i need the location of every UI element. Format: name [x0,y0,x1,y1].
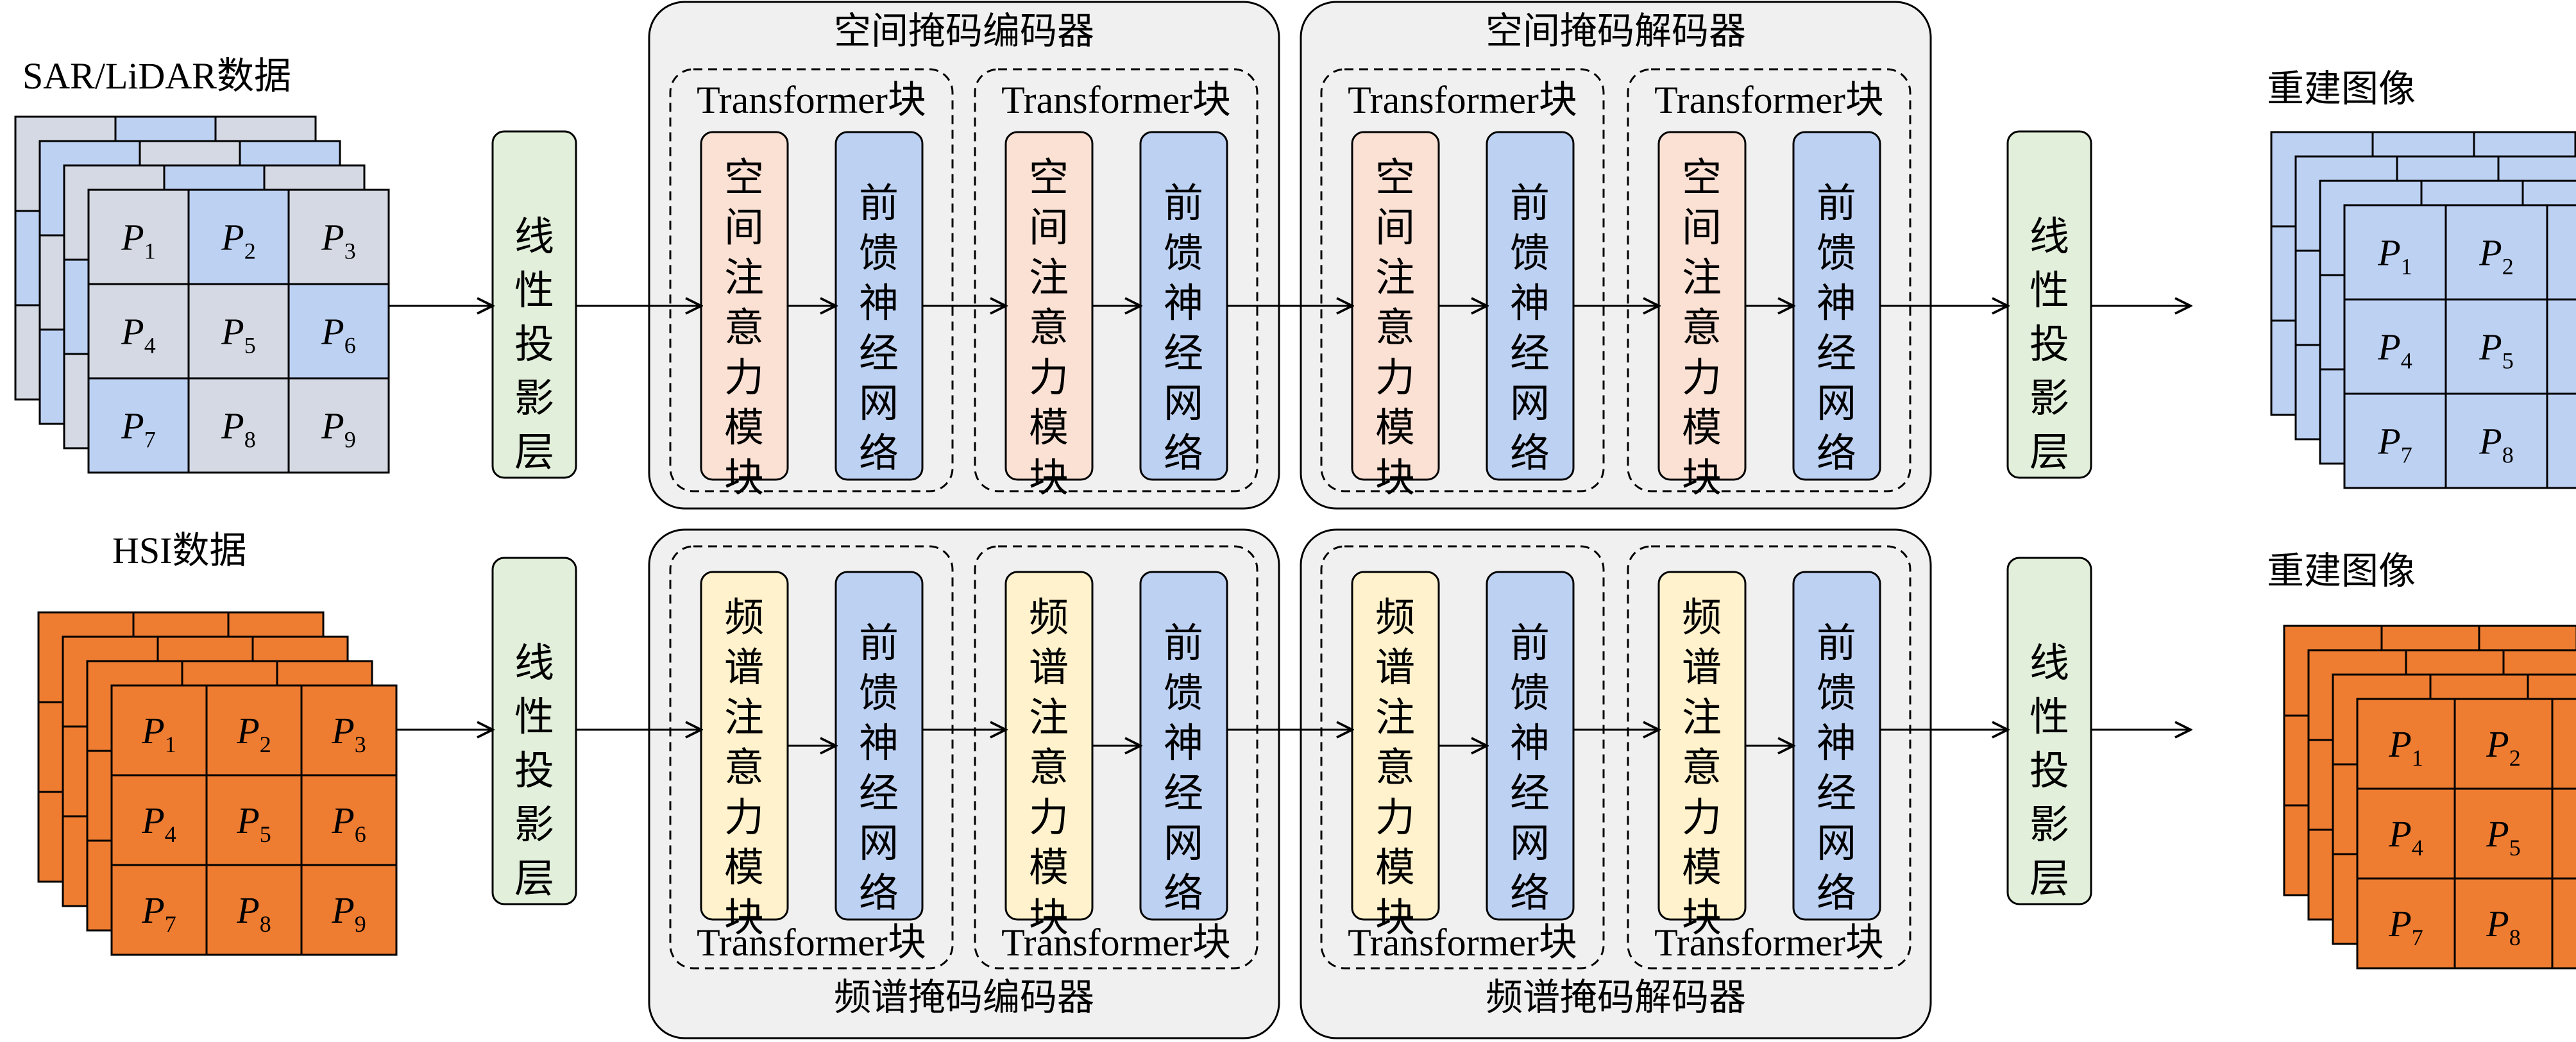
patch-cell [87,189,190,285]
spectral-ffn-label: 前馈神经网络 [859,622,899,916]
patch-cell [2445,298,2548,395]
spectral-transformer-block [974,545,1258,970]
patch-cell [287,189,390,285]
spatial-ffn-label: 前馈神经网络 [1817,182,1856,476]
spectral-ffn-label: 前馈神经网络 [1510,622,1550,916]
patch-cell [2551,698,2576,790]
patch-cell [2546,204,2576,301]
spectral-ffn-label: 前馈神经网络 [1164,622,1203,916]
patch-label: P3 [321,217,355,264]
patch-cell [2445,392,2548,489]
patch-cell [2546,298,2576,395]
spatial-transformer-block [1627,68,1911,492]
patch-cell [110,864,208,956]
spatial-attention-label: 空间注意力模块 [724,156,764,500]
patch-cell [2546,392,2576,489]
patch-cell [300,774,398,866]
reconstructed-image-label-bottom: 重建图像 [2267,550,2416,592]
spectral-mask-decoder-title: 频谱掩码解码器 [1486,977,1746,1018]
patch-cell [2356,787,2456,880]
patch-cell [2445,204,2548,301]
spatial-attention-label: 空间注意力模块 [1682,156,1722,500]
patch-cell [2453,877,2554,970]
linear-projection-in-bottom-label: 线性投影层 [514,642,554,901]
spatial-transformer-block [974,68,1258,492]
patch-cell [2356,698,2456,790]
patch-label: P6 [321,311,355,358]
spectral-mask-encoder-title: 频谱掩码编码器 [834,977,1094,1018]
patch-label: P5 [221,311,255,358]
spectral-ffn-label: 前馈神经网络 [1817,622,1856,916]
spatial-mask-decoder [1300,1,1932,510]
linear-projection-out-bottom-label: 线性投影层 [2029,642,2069,901]
patch-cell [187,189,290,285]
transformer-block-label: Transformer块 [1001,79,1231,121]
spectral-attention-label: 频谱注意力模块 [1682,596,1722,940]
patch-cell [110,684,208,777]
patch-cell [2343,298,2447,395]
reconstructed-image-bottom [2283,625,2576,970]
linear-projection-out-top-label: 线性投影层 [2029,215,2069,475]
patch-cell [300,864,398,956]
spectral-attention-label: 频谱注意力模块 [1029,596,1069,940]
spatial-ffn-label: 前馈神经网络 [1164,182,1203,476]
spatial-mask-decoder-title: 空间掩码解码器 [1486,10,1746,52]
spectral-attention-label: 频谱注意力模块 [1375,596,1415,940]
patch-cell [110,774,208,866]
patch-cell [87,283,190,380]
spatial-attention-label: 空间注意力模块 [1375,156,1415,500]
sar-lidar-input-label: SAR/LiDAR数据 [22,55,291,97]
spectral-mask-encoder [648,528,1280,1039]
transformer-block-label: Transformer块 [697,79,926,121]
patch-cell [87,377,190,474]
spatial-mask-encoder [648,1,1280,510]
patch-cell [2343,204,2447,301]
spectral-attention-label: 频谱注意力模块 [724,596,764,940]
spatial-transformer-block [1320,68,1605,492]
spectral-transformer-block [1320,545,1605,970]
spatial-attention-label: 空间注意力模块 [1029,156,1069,500]
hsi-patch-stack [37,611,398,956]
spectral-mask-decoder [1300,528,1932,1039]
transformer-block-label: Transformer块 [1348,921,1577,964]
linear-projection-in-top-label: 线性投影层 [514,215,554,475]
patch-cell [2551,877,2576,970]
transformer-block-label: Transformer块 [1348,79,1577,121]
patch-cell [2356,877,2456,970]
spatial-ffn-label: 前馈神经网络 [1510,182,1550,476]
transformer-block-label: Transformer块 [1654,79,1884,121]
patch-cell [287,283,390,380]
spectral-transformer-block [1627,545,1911,970]
transformer-block-label: Transformer块 [697,921,926,964]
hsi-input-label: HSI数据 [112,530,246,571]
sar-lidar-patch-stack [14,115,390,474]
reconstructed-image-top [2270,131,2576,489]
patch-cell [187,377,290,474]
patch-label: P2 [2479,232,2513,280]
reconstructed-image-label-top: 重建图像 [2267,68,2416,110]
transformer-block-label: Transformer块 [1654,921,1884,964]
patch-cell [287,377,390,474]
spectral-transformer-block [669,545,954,970]
spatial-transformer-block [669,68,954,492]
patch-cell [2551,787,2576,880]
patch-cell [2453,787,2554,880]
patch-cell [205,864,303,956]
patch-cell [2453,698,2554,790]
spatial-mask-encoder-title: 空间掩码编码器 [834,10,1094,52]
spatial-ffn-label: 前馈神经网络 [859,182,899,476]
transformer-block-label: Transformer块 [1001,921,1231,964]
